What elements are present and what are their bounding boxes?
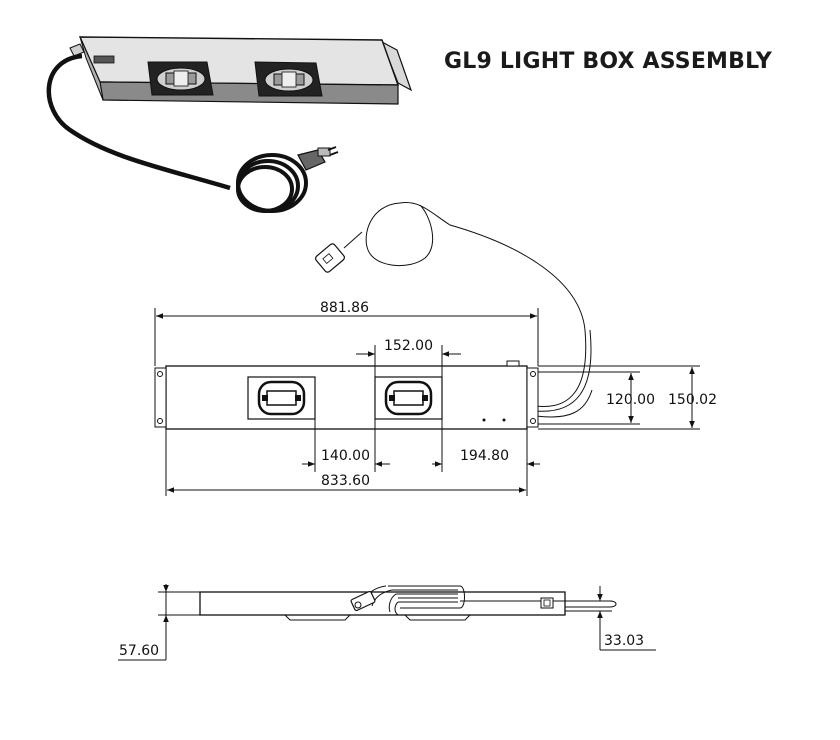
cable-coil-iso [236,153,308,213]
side-view: 57.60 33.03 [118,584,656,661]
side-body [199,591,566,616]
dim-body-height: 150.02 [668,392,717,408]
dim-lamp-spacing: 152.00 [384,338,433,354]
dim-end-offset: 194.80 [460,448,509,464]
lamp-right-plan [374,376,443,420]
dim-lamp-width: 140.00 [321,448,370,464]
end-bracket-left [154,367,167,428]
power-cable-iso [46,53,231,191]
plug-iso [297,146,339,171]
dim-lamp-height: 120.00 [606,392,655,408]
light-box-body [165,365,528,430]
end-bracket-right [526,367,539,428]
dim-body-length: 833.60 [321,473,370,489]
cable-loop [365,202,587,407]
dim-overall-length: 881.86 [320,300,369,316]
plug-side [350,590,376,612]
plug-plan [315,243,345,273]
lamp-housing-left-iso [147,61,214,96]
lamp-housing-right-iso [254,61,323,97]
isometric-view [46,36,413,213]
dim-side-height: 57.60 [119,643,159,659]
cable-coil-side [361,585,465,616]
plan-view: 881.86 152.00 120.00 150.02 140.00 194.8… [154,202,717,496]
lamp-left-plan [247,376,316,420]
drawing-title: GL9 LIGHT BOX ASSEMBLY [444,49,773,74]
dim-cable-height: 33.03 [604,633,644,649]
